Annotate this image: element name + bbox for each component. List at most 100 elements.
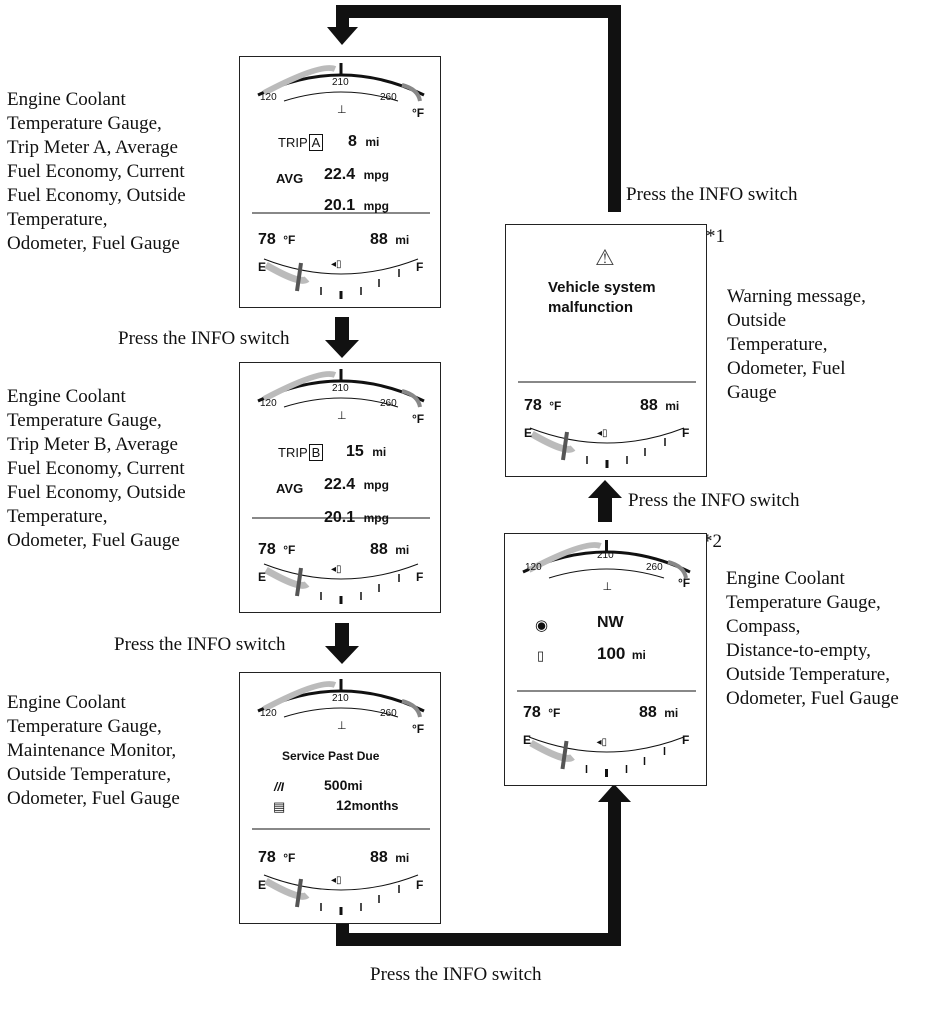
fuel-pump-icon: ▯ (537, 648, 545, 663)
fuel-level (530, 430, 576, 453)
display-screen-maintenance: ⊥ 120 210 260 °F Service Past Due //I 50… (239, 672, 441, 924)
coolant-unit-label: °F (412, 722, 425, 736)
outside-temperature: 78 °F (258, 231, 296, 248)
coolant-high-label: 260 (646, 562, 663, 573)
warning-triangle-icon: ⚠ (595, 245, 615, 270)
fuel-level (264, 877, 310, 900)
caption-line: Temperature Gauge, (7, 113, 162, 134)
fuel-empty-label: E (524, 426, 533, 440)
caption-line: Warning message, (727, 286, 866, 307)
coolant-icon: ⊥ (337, 409, 347, 422)
fuel-level (264, 566, 310, 589)
display-screen-warning: ⚠ Vehicle system malfunction 78 °F 88 mi… (505, 224, 707, 477)
caption-line: Outside Temperature, (7, 764, 171, 785)
coolant-unit-label: °F (412, 106, 425, 120)
coolant-hot-zone (401, 83, 422, 102)
fuel-full-label: F (416, 570, 424, 584)
press-label-1: Press the INFO switch (118, 328, 290, 349)
trip-letter-box: B (308, 444, 324, 461)
caption-line: Temperature Gauge, (7, 716, 162, 737)
coolant-fill (262, 681, 337, 712)
fuel-gauge: ◂▯ (518, 381, 696, 468)
outside-temperature: 78 °F (524, 397, 562, 414)
down-arrow-1 (325, 317, 359, 358)
coolant-hot-zone (401, 389, 422, 408)
caption-line: Fuel Economy, Outside (7, 482, 186, 503)
coolant-mid-label: 210 (332, 77, 349, 88)
coolant-icon: ⊥ (603, 580, 613, 593)
coolant-inner-arc (283, 707, 399, 718)
compass-heading: NW (597, 614, 624, 631)
caption-line: Gauge (727, 382, 777, 403)
fuel-arc (263, 258, 419, 275)
coolant-low-label: 120 (525, 562, 542, 573)
odometer: 88 mi (370, 231, 410, 248)
display-screen-compass: ⊥ 120 210 260 °F ◉ NW ▯ 100 mi 78 °F 88 … (504, 533, 707, 786)
caption-line: Odometer, Fuel Gauge (7, 233, 180, 254)
outside-temperature: 78 °F (523, 704, 561, 721)
fuel-full-label: F (416, 260, 424, 274)
coolant-low-label: 120 (260, 708, 277, 719)
odometer: 88 mi (639, 704, 679, 721)
fuel-pump-icon: ◂▯ (331, 259, 342, 270)
current-fuel-economy: 20.1 mpg (324, 197, 389, 214)
footnote-marker-1: *1 (706, 226, 725, 247)
fuel-needle (560, 740, 569, 770)
fuel-pump-icon: ◂▯ (331, 564, 342, 575)
coolant-icon: ⊥ (337, 719, 347, 732)
fuel-gauge: ◂▯ (252, 212, 430, 299)
caption-line: Odometer, Fuel Gauge (726, 688, 899, 709)
caption-line: Fuel Economy, Current (7, 458, 185, 479)
fuel-full-label: F (682, 733, 690, 747)
calendar-icon: ▤ (273, 799, 286, 814)
odometer: 88 mi (370, 541, 410, 558)
up-arrow (588, 480, 622, 522)
fuel-arc (263, 563, 419, 580)
caption-line: Temperature Gauge, (7, 410, 162, 431)
outside-temperature: 78 °F (258, 849, 296, 866)
fuel-level (529, 739, 575, 762)
footnote-marker-2: *2 (703, 531, 722, 552)
caption-line: Engine Coolant (7, 692, 126, 713)
coolant-low-label: 120 (260, 398, 277, 409)
avg-fuel-economy: 22.4 mpg (324, 476, 389, 493)
coolant-gauge: ⊥ (257, 63, 425, 116)
caption-line: Temperature, (727, 334, 828, 355)
fuel-gauge: ◂▯ (517, 690, 696, 777)
top-loop-arrow (327, 5, 621, 212)
fuel-pump-icon: ◂▯ (597, 428, 608, 439)
service-title: Service Past Due (282, 749, 380, 763)
coolant-mid-label: 210 (332, 693, 349, 704)
fuel-gauge: ◂▯ (252, 828, 430, 915)
press-label-bottom: Press the INFO switch (370, 964, 542, 985)
trip-value: 15 mi (346, 443, 387, 460)
fuel-full-label: F (416, 878, 424, 892)
coolant-high-label: 260 (380, 92, 397, 103)
coolant-hot-zone (401, 699, 422, 718)
fuel-needle (295, 567, 303, 597)
coolant-hot-zone (667, 560, 688, 579)
caption-line: Compass, (726, 616, 801, 637)
maintenance-time: 12months (336, 797, 399, 813)
coolant-inner-arc (283, 397, 399, 408)
coolant-unit-label: °F (412, 412, 425, 426)
caption-line: Fuel Economy, Current (7, 161, 185, 182)
caption-line: Odometer, Fuel Gauge (7, 788, 180, 809)
coolant-low-label: 120 (260, 92, 277, 103)
press-label-2: Press the INFO switch (114, 634, 286, 655)
maintenance-distance: 500mi (324, 777, 363, 793)
caption-line: Engine Coolant (7, 386, 126, 407)
coolant-fill (262, 371, 337, 402)
caption-line: Outside Temperature, (726, 664, 890, 685)
coolant-icon: ⊥ (337, 103, 347, 116)
wrench-icon: //I (274, 780, 285, 794)
fuel-needle (561, 431, 569, 461)
caption-line: Temperature, (7, 209, 108, 230)
coolant-high-label: 260 (380, 398, 397, 409)
